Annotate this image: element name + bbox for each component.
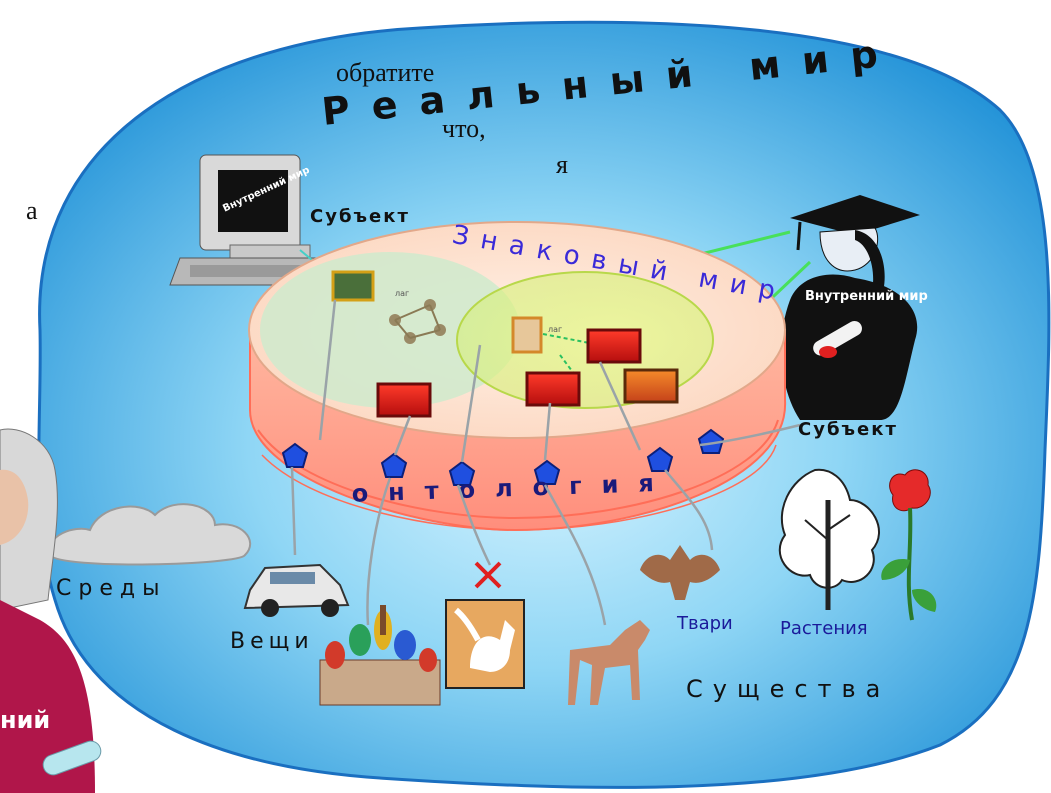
pegasus-picture-frame: [511, 316, 543, 354]
sign-frame-1: [376, 382, 432, 418]
graduate-icon: Внутренний мир: [781, 195, 928, 420]
car-picture-frame: [331, 270, 375, 302]
plants-label: Растения: [780, 618, 868, 639]
sign-frame-4: [623, 368, 679, 404]
cross-icon: [474, 561, 502, 589]
pentagon-icon: [697, 428, 725, 454]
things-label: Вещи: [230, 629, 314, 654]
environments-label: Среды: [56, 576, 166, 601]
horse-icon: [568, 620, 650, 705]
cathedral-icon: [319, 605, 441, 706]
sign-frame-2: [525, 371, 581, 407]
ontology-pentagons: [281, 428, 725, 486]
map-label-2: лаг: [548, 325, 562, 334]
inner-world-robe-label: Внутренний мир: [805, 289, 928, 304]
owl-icon: [640, 545, 720, 600]
computer-icon: Внутренний мир: [169, 154, 336, 286]
ontology-links: [290, 299, 801, 626]
pentagon-icon: [646, 446, 674, 472]
pentagon-icon: [281, 442, 309, 468]
sign-frame-3: [586, 328, 642, 364]
subject-right-label: Субъект: [798, 419, 898, 440]
tree-icon: [778, 468, 880, 610]
rose-icon: [881, 469, 937, 621]
creatures-label: Существа: [686, 675, 890, 703]
elder-figure: ний: [0, 428, 102, 793]
side-text-line-2: что,: [442, 114, 486, 143]
concept-graph-icon: лаг: [389, 289, 446, 344]
sign-world-left-ellipse: [260, 252, 520, 408]
bottom-left-label: ний: [0, 706, 50, 734]
side-text-line-4: а: [26, 196, 38, 225]
subject-left-label: Субъект: [310, 206, 410, 227]
side-text-line-1: обратите: [336, 58, 435, 87]
cloud-icon: [48, 503, 252, 566]
map-label-1: лаг: [395, 289, 409, 298]
pentagon-icon: [380, 452, 408, 478]
car-icon: [243, 563, 350, 617]
pentagon-icon: [533, 459, 561, 485]
animals-label: Твари: [676, 613, 733, 634]
side-text-line-3: я: [556, 150, 568, 179]
pegasus-picture: [445, 599, 525, 689]
pentagon-icon: [448, 460, 476, 486]
